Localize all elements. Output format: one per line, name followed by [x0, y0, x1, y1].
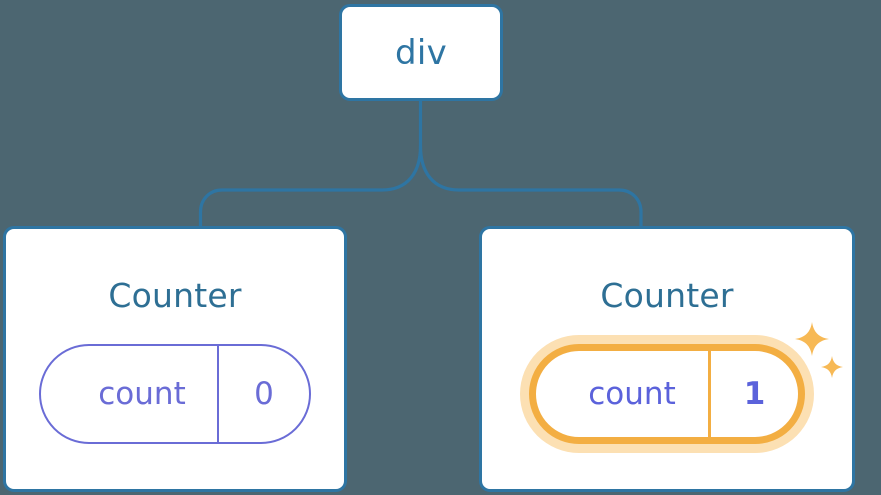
sparkle-four-point-star-small-icon [821, 356, 843, 378]
node-div[interactable]: div [339, 4, 503, 101]
sparkle-four-point-star-icon [795, 322, 829, 356]
state-pill-wrapper-left: count 0 [39, 344, 311, 444]
connector-branch-left [198, 145, 423, 228]
state-pill-wrapper-right: count 1 [529, 322, 843, 444]
state-pill-left[interactable]: count 0 [39, 344, 311, 444]
state-pill-right-value: 1 [708, 351, 798, 437]
state-pill-right-key: count [588, 375, 676, 412]
node-div-label: div [394, 32, 448, 73]
state-pill-left-key: count [98, 375, 186, 412]
node-counter-left-title: Counter [108, 276, 242, 315]
node-counter-right-title: Counter [600, 276, 734, 315]
node-counter-left[interactable]: Counter count 0 [3, 226, 347, 492]
state-pill-left-value: 0 [217, 346, 309, 442]
node-counter-right[interactable]: Counter count 1 [479, 226, 855, 492]
connector-branch-right [418, 145, 643, 228]
state-pill-right[interactable]: count 1 [529, 344, 805, 444]
